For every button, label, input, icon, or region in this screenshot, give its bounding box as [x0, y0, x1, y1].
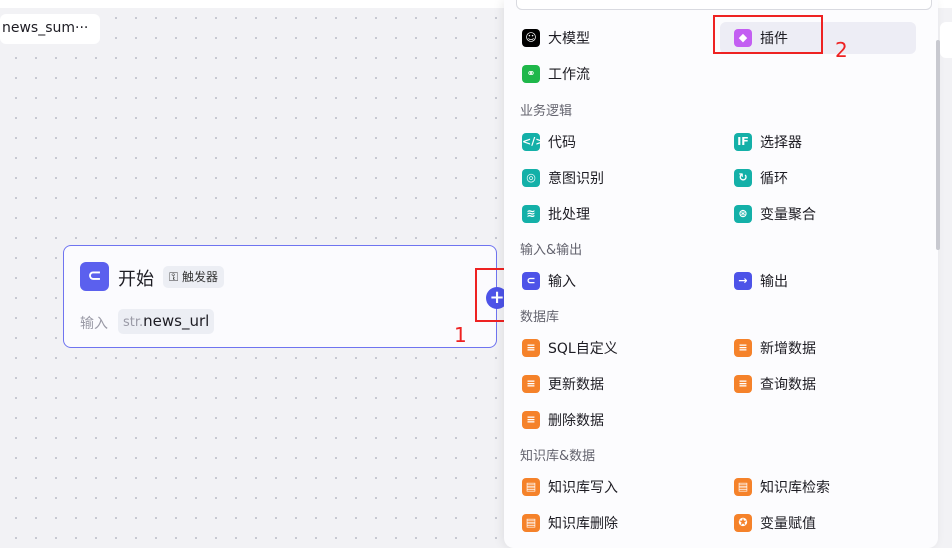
intent-icon: ◎: [522, 169, 540, 187]
menu-item-label: 知识库检索: [760, 480, 830, 496]
sql-icon: ≡: [522, 339, 540, 357]
annotation-box-2: [713, 15, 823, 54]
menu-item-llm[interactable]: ☺ 大模型: [508, 22, 708, 54]
loop-icon: ↻: [734, 169, 752, 187]
var-name: news_url: [143, 312, 210, 330]
db-add-icon: ≡: [734, 339, 752, 357]
start-node[interactable]: ⊂ 开始 ⚿ 触发器 输入 str.news_url: [63, 245, 497, 348]
trigger-badge[interactable]: ⚿ 触发器: [163, 266, 224, 288]
code-icon: </>: [522, 133, 544, 151]
menu-item-loop[interactable]: ↻ 循环: [720, 162, 920, 194]
menu-item-label: 变量聚合: [760, 207, 816, 223]
menu-item-label: 选择器: [760, 135, 802, 151]
section-title: 输入&输出: [520, 243, 583, 258]
menu-item-label: 知识库写入: [548, 480, 618, 496]
scrollbar[interactable]: [936, 40, 940, 250]
assign-icon: ✪: [734, 514, 752, 532]
aggregate-icon: ⊛: [734, 205, 752, 223]
llm-icon: ☺: [522, 29, 540, 47]
menu-item-label: 大模型: [548, 31, 590, 47]
menu-item-label: 删除数据: [548, 413, 604, 429]
menu-item-assign[interactable]: ✪ 变量赋值: [720, 507, 920, 539]
menu-item-label: 输出: [760, 274, 788, 290]
menu-item-workflow[interactable]: ⚭ 工作流: [508, 58, 708, 90]
workflow-icon: ⚭: [522, 65, 540, 83]
menu-item-label: 批处理: [548, 207, 590, 223]
menu-item-output[interactable]: → 输出: [720, 265, 920, 297]
menu-item-db-delete[interactable]: ≡ 删除数据: [508, 404, 708, 436]
menu-item-label: 变量赋值: [760, 516, 816, 532]
input-icon: ⊂: [522, 272, 540, 290]
output-icon: →: [734, 272, 752, 290]
menu-item-label: 查询数据: [760, 377, 816, 393]
add-node-button[interactable]: +: [486, 287, 508, 309]
section-title: 知识库&数据: [520, 449, 596, 464]
start-icon: ⊂: [80, 262, 109, 291]
menu-item-plugin[interactable]: ◆ 插件: [720, 22, 916, 54]
menu-item-code[interactable]: </>代码: [508, 126, 708, 158]
annotation-1: 1: [454, 323, 467, 347]
menu-item-label: 代码: [548, 135, 576, 151]
menu-item-label: 工作流: [548, 67, 590, 83]
db-delete-icon: ≡: [522, 411, 540, 429]
menu-item-label: 知识库删除: [548, 516, 618, 532]
menu-item-aggregate[interactable]: ⊛ 变量聚合: [720, 198, 920, 230]
kb-write-icon: ▤: [522, 478, 540, 496]
node-title: 开始: [118, 269, 154, 290]
menu-item-kb-write[interactable]: ▤ 知识库写入: [508, 471, 708, 503]
menu-item-label: 新增数据: [760, 341, 816, 357]
input-label: 输入: [80, 316, 108, 332]
workflow-tab[interactable]: news_sum···: [0, 14, 100, 44]
var-type: str.: [123, 315, 144, 330]
kb-search-icon: ▤: [734, 478, 752, 496]
menu-item-db-add[interactable]: ≡ 新增数据: [720, 332, 920, 364]
menu-item-input[interactable]: ⊂ 输入: [508, 265, 708, 297]
section-title: 业务逻辑: [520, 104, 573, 119]
menu-item-label: 更新数据: [548, 377, 604, 393]
node-picker-panel: ☺ 大模型 ◆ 插件 ⚭ 工作流业务逻辑 </>代码 IF 选择器 ◎ 意图识别 ↻ 循环 ≋ 批处理 ⊛ 变量…: [504, 0, 938, 548]
plugin-icon: ◆: [734, 29, 752, 47]
menu-item-label: 意图识别: [548, 171, 604, 187]
menu-item-kb-delete[interactable]: ▤ 知识库删除: [508, 507, 708, 539]
menu-item-label: 输入: [548, 274, 576, 290]
menu-item-label: 循环: [760, 171, 788, 187]
db-update-icon: ≡: [522, 375, 540, 393]
if-icon: IF: [734, 133, 752, 151]
db-query-icon: ≡: [734, 375, 752, 393]
search-input[interactable]: [516, 0, 932, 10]
batch-icon: ≋: [522, 205, 540, 223]
top-bar: [0, 0, 952, 8]
menu-item-batch[interactable]: ≋ 批处理: [508, 198, 708, 230]
menu-item-db-update[interactable]: ≡ 更新数据: [508, 368, 708, 400]
kb-delete-icon: ▤: [522, 514, 540, 532]
menu-item-intent[interactable]: ◎ 意图识别: [508, 162, 708, 194]
menu-item-label: 插件: [760, 31, 788, 47]
trigger-icon: ⚿: [169, 270, 182, 284]
tooltip-edge: [940, 22, 952, 58]
menu-item-kb-search[interactable]: ▤ 知识库检索: [720, 471, 920, 503]
annotation-2: 2: [835, 38, 848, 62]
badge-label: 触发器: [181, 270, 218, 284]
menu-item-label: SQL自定义: [548, 341, 618, 357]
menu-item-sql[interactable]: ≡ SQL自定义: [508, 332, 708, 364]
menu-item-db-query[interactable]: ≡ 查询数据: [720, 368, 920, 400]
section-title: 数据库: [520, 310, 560, 325]
menu-item-if[interactable]: IF 选择器: [720, 126, 920, 158]
input-variable: str.news_url: [118, 309, 215, 334]
